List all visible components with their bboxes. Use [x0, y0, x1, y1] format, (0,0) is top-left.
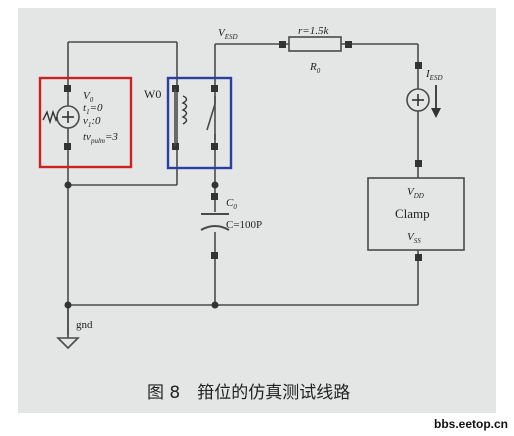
terminal: [415, 254, 422, 261]
terminal: [211, 252, 218, 259]
label-vss: VSS: [407, 231, 421, 245]
label-t1: t1=0: [83, 102, 103, 116]
highlight-switch-box: [166, 76, 233, 170]
terminals: [64, 41, 422, 261]
label-r0: R0: [309, 61, 321, 75]
label-v0: V0: [83, 90, 94, 104]
label-vesd: VESD: [218, 27, 238, 41]
terminal: [172, 143, 179, 150]
junction-dot: [64, 181, 72, 189]
resistor-r0: [288, 36, 342, 52]
label-w0: W0: [144, 87, 161, 101]
ground-symbol: [56, 337, 80, 350]
terminal: [64, 85, 71, 92]
terminal: [172, 85, 179, 92]
junction-dot: [64, 301, 72, 309]
voltage-source-v0: [42, 105, 80, 129]
terminal: [211, 143, 218, 150]
capacitor-c0: [200, 212, 230, 232]
figure-caption: 图 8 箝位的仿真测试线路: [147, 383, 350, 403]
label-clamp: Clamp: [395, 206, 430, 221]
label-c0: C0: [226, 197, 237, 211]
terminal: [415, 62, 422, 69]
label-vdd: VDD: [407, 186, 424, 200]
label-iesd: IESD: [425, 68, 443, 82]
terminal: [211, 85, 218, 92]
highlight-source-box: [38, 76, 133, 169]
clamp-box: [367, 177, 465, 251]
junction-dot: [211, 181, 219, 189]
label-c-value: C=100P: [226, 219, 262, 231]
label-resistor-value: r=1.5k: [298, 25, 329, 37]
current-source-iesd: [406, 85, 441, 118]
terminal: [345, 41, 352, 48]
terminal: [279, 41, 286, 48]
junction-dot: [211, 301, 219, 309]
junction-dots: [64, 181, 219, 309]
watermark: bbs.eetop.cn: [434, 417, 508, 431]
coil-icon: [181, 95, 188, 125]
terminal: [415, 160, 422, 167]
switch-blade: [206, 103, 216, 131]
terminal: [211, 193, 218, 200]
label-tv-pulm: tvpulm=3: [83, 131, 118, 145]
pulse-waveform-icon: [42, 109, 58, 125]
label-v1: v1:0: [83, 115, 101, 129]
wires: [67, 41, 419, 338]
terminal: [64, 143, 71, 150]
label-gnd: gnd: [76, 319, 93, 331]
switch-w0: [174, 89, 216, 146]
